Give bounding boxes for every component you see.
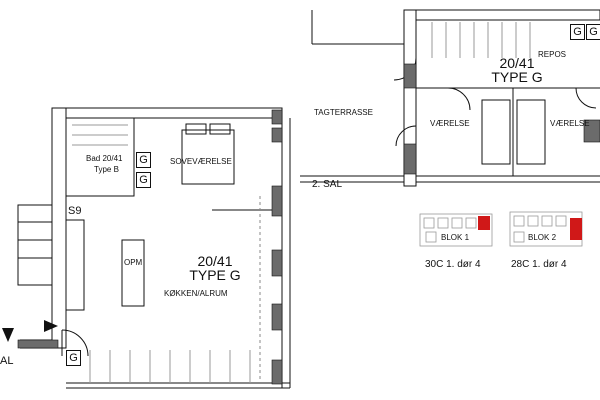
bedroom-label: SOVEVÆRELSE [170,157,232,166]
kitchen-living-label: KØKKEN/ALRUM [164,289,228,298]
oven-label: OPM [124,258,143,267]
bathroom-type-label: Type B [94,165,119,174]
room-right-label: VÆRELSE [550,119,590,128]
key-plan-1-highlight [478,216,490,230]
key-plan-2-highlight [570,218,582,240]
lower-floor-walls [17,107,291,389]
key-plan-1-block-label: BLOK 1 [441,233,470,242]
key-plan-1-caption: 30C 1. dør 4 [425,259,481,270]
unit-type-label: TYPE G [189,267,241,283]
upper-g-marker-2: G [586,24,600,40]
upper-floor-walls [300,9,600,187]
bathroom-name-label: Bad 20/41 [86,154,123,163]
s9-label: S9 [68,205,82,217]
entrance-arrows [2,320,58,342]
g-marker-1: G [136,152,151,168]
g-marker-3: G [66,350,81,366]
unit-name-label: 20/41 [197,253,233,269]
upper-unit-type-label: TYPE G [491,69,543,85]
floor-label: 2. SAL [312,179,343,190]
upper-unit-name-label: 20/41 [499,55,535,71]
g-marker-2: G [136,172,151,188]
upper-g-marker-1: G [570,24,585,40]
key-plan-2-caption: 28C 1. dør 4 [511,259,567,270]
key-plan-2-block-label: BLOK 2 [528,233,557,242]
cut-off-floor-label: AL [0,355,14,367]
room-left-label: VÆRELSE [430,119,470,128]
landing-label: REPOS [538,50,567,59]
upper-floor-columns [403,63,600,175]
terrace-label: TAGTERRASSE [314,108,373,117]
lower-floor-columns [17,109,283,385]
